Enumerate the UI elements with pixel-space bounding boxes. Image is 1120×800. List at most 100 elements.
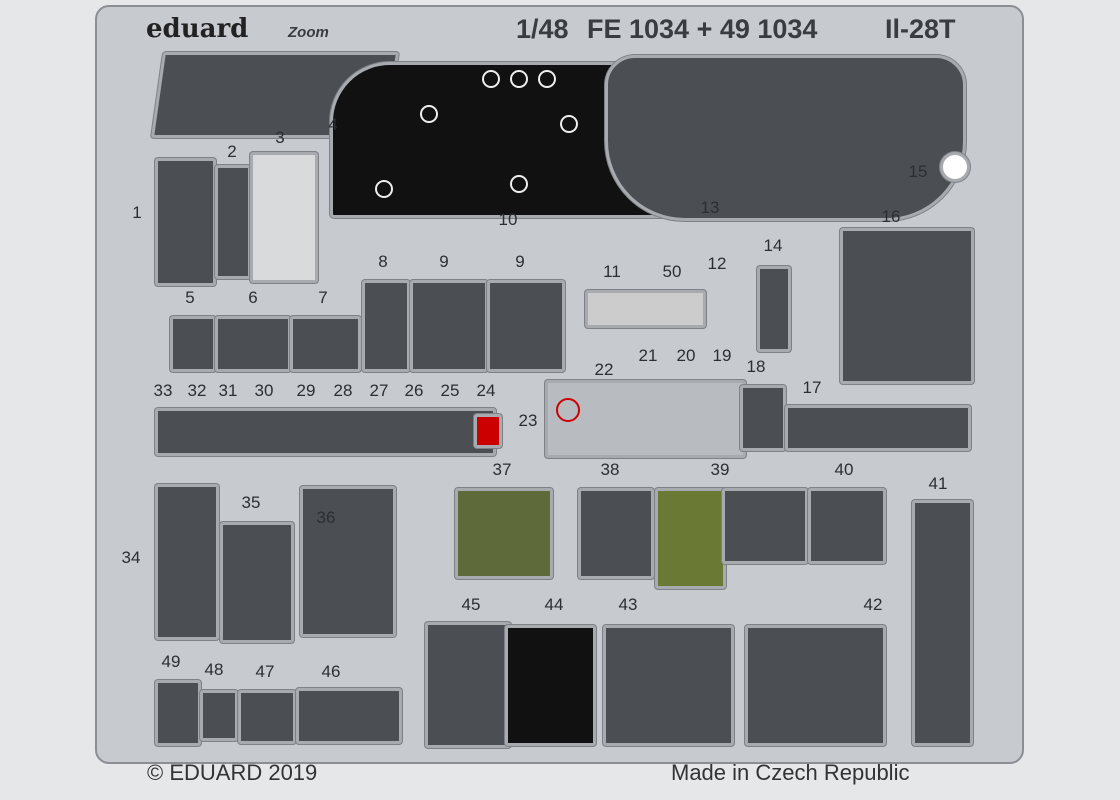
part-49 — [155, 680, 201, 746]
part-42 — [745, 625, 886, 746]
part-number: 21 — [638, 346, 658, 365]
part-39b — [722, 488, 808, 564]
part-48 — [200, 690, 238, 741]
part-44 — [505, 625, 596, 746]
part-24 — [474, 414, 502, 448]
gauge-icon — [560, 115, 578, 133]
part-number: 39 — [710, 460, 730, 479]
part-11-50 — [585, 290, 706, 328]
part-47 — [238, 690, 296, 744]
part-number: 8 — [378, 252, 388, 271]
gauge-icon — [538, 70, 556, 88]
part-number: 30 — [254, 381, 274, 400]
part-number: 7 — [318, 288, 328, 307]
part-number: 48 — [204, 660, 224, 679]
part-41 — [912, 500, 973, 746]
part-13 — [605, 55, 966, 221]
part-number: 31 — [218, 381, 238, 400]
part-14 — [757, 266, 791, 352]
part-number: 17 — [802, 378, 822, 397]
part-number: 15 — [908, 162, 928, 181]
part-number: 14 — [763, 236, 783, 255]
part-3 — [250, 152, 318, 283]
part-43 — [603, 625, 734, 746]
gauge-icon — [420, 105, 438, 123]
part-number: 11 — [603, 262, 621, 281]
part-18 — [740, 385, 786, 451]
part-number: 9 — [439, 252, 449, 271]
part-37 — [455, 488, 553, 579]
part-number: 1 — [132, 203, 142, 222]
part-number: 40 — [834, 460, 854, 479]
part-number: 6 — [248, 288, 258, 307]
part-number: 16 — [881, 207, 901, 226]
gauge-icon — [482, 70, 500, 88]
part-number: 22 — [594, 360, 614, 379]
part-16 — [840, 228, 974, 384]
part-number: 12 — [707, 254, 727, 273]
part-38 — [578, 488, 654, 579]
part-number: 47 — [255, 662, 275, 681]
part-number: 45 — [461, 595, 481, 614]
gauge-icon — [375, 180, 393, 198]
part-40 — [808, 488, 886, 564]
part-number: 28 — [333, 381, 353, 400]
part-number: 3 — [275, 128, 285, 147]
part-number: 27 — [369, 381, 389, 400]
part-number: 9 — [515, 252, 525, 271]
part-number: 38 — [600, 460, 620, 479]
part-15 — [940, 152, 970, 182]
gauge-icon — [510, 70, 528, 88]
part-number: 29 — [296, 381, 316, 400]
part-35 — [220, 522, 294, 643]
scale-label: 1/48 — [516, 14, 569, 44]
part-number: 19 — [712, 346, 732, 365]
part-number: 25 — [440, 381, 460, 400]
part-number: 10 — [498, 210, 518, 229]
part-number: 35 — [241, 493, 261, 512]
part-6 — [215, 316, 291, 372]
part-number: 24 — [476, 381, 496, 400]
parts-19-23 — [545, 380, 746, 458]
part-number: 41 — [928, 474, 948, 493]
part-number: 4 — [328, 115, 338, 134]
part-9b — [487, 280, 565, 372]
part-7 — [290, 316, 361, 372]
part-2 — [215, 165, 251, 279]
part-number: 23 — [518, 411, 538, 430]
part-45 — [425, 622, 511, 748]
part-number: 43 — [618, 595, 638, 614]
origin-text: Made in Czech Republic — [671, 760, 910, 785]
part-8 — [362, 280, 410, 372]
gauge-icon — [510, 175, 528, 193]
part-34 — [155, 484, 219, 640]
part-number: 50 — [662, 262, 682, 281]
part-number: 42 — [863, 595, 883, 614]
product-code: FE 1034 + 49 1034 — [587, 14, 818, 44]
part-number: 36 — [316, 508, 336, 527]
part-number: 37 — [492, 460, 512, 479]
part-1 — [155, 158, 216, 286]
part-number: 49 — [161, 652, 181, 671]
part-17 — [785, 405, 971, 451]
part-number: 32 — [187, 381, 207, 400]
part-number: 46 — [321, 662, 341, 681]
part-46 — [296, 688, 402, 744]
part-number: 20 — [676, 346, 696, 365]
eduard-logo: eduard — [146, 14, 249, 44]
part-9a — [410, 280, 488, 372]
part-number: 2 — [227, 142, 237, 161]
part-number: 34 — [121, 548, 141, 567]
part-36 — [300, 486, 396, 637]
part-number: 44 — [544, 595, 564, 614]
copyright-text: © EDUARD 2019 — [147, 760, 318, 785]
part-39 — [655, 488, 726, 589]
ring-handle-icon — [556, 398, 580, 422]
parts-24-33 — [155, 408, 496, 456]
part-number: 18 — [746, 357, 766, 376]
part-number: 26 — [404, 381, 424, 400]
zoom-logo: Zoom — [288, 24, 329, 41]
part-number: 5 — [185, 288, 195, 307]
model-name: Il-28T — [885, 14, 956, 44]
part-5 — [170, 316, 216, 372]
